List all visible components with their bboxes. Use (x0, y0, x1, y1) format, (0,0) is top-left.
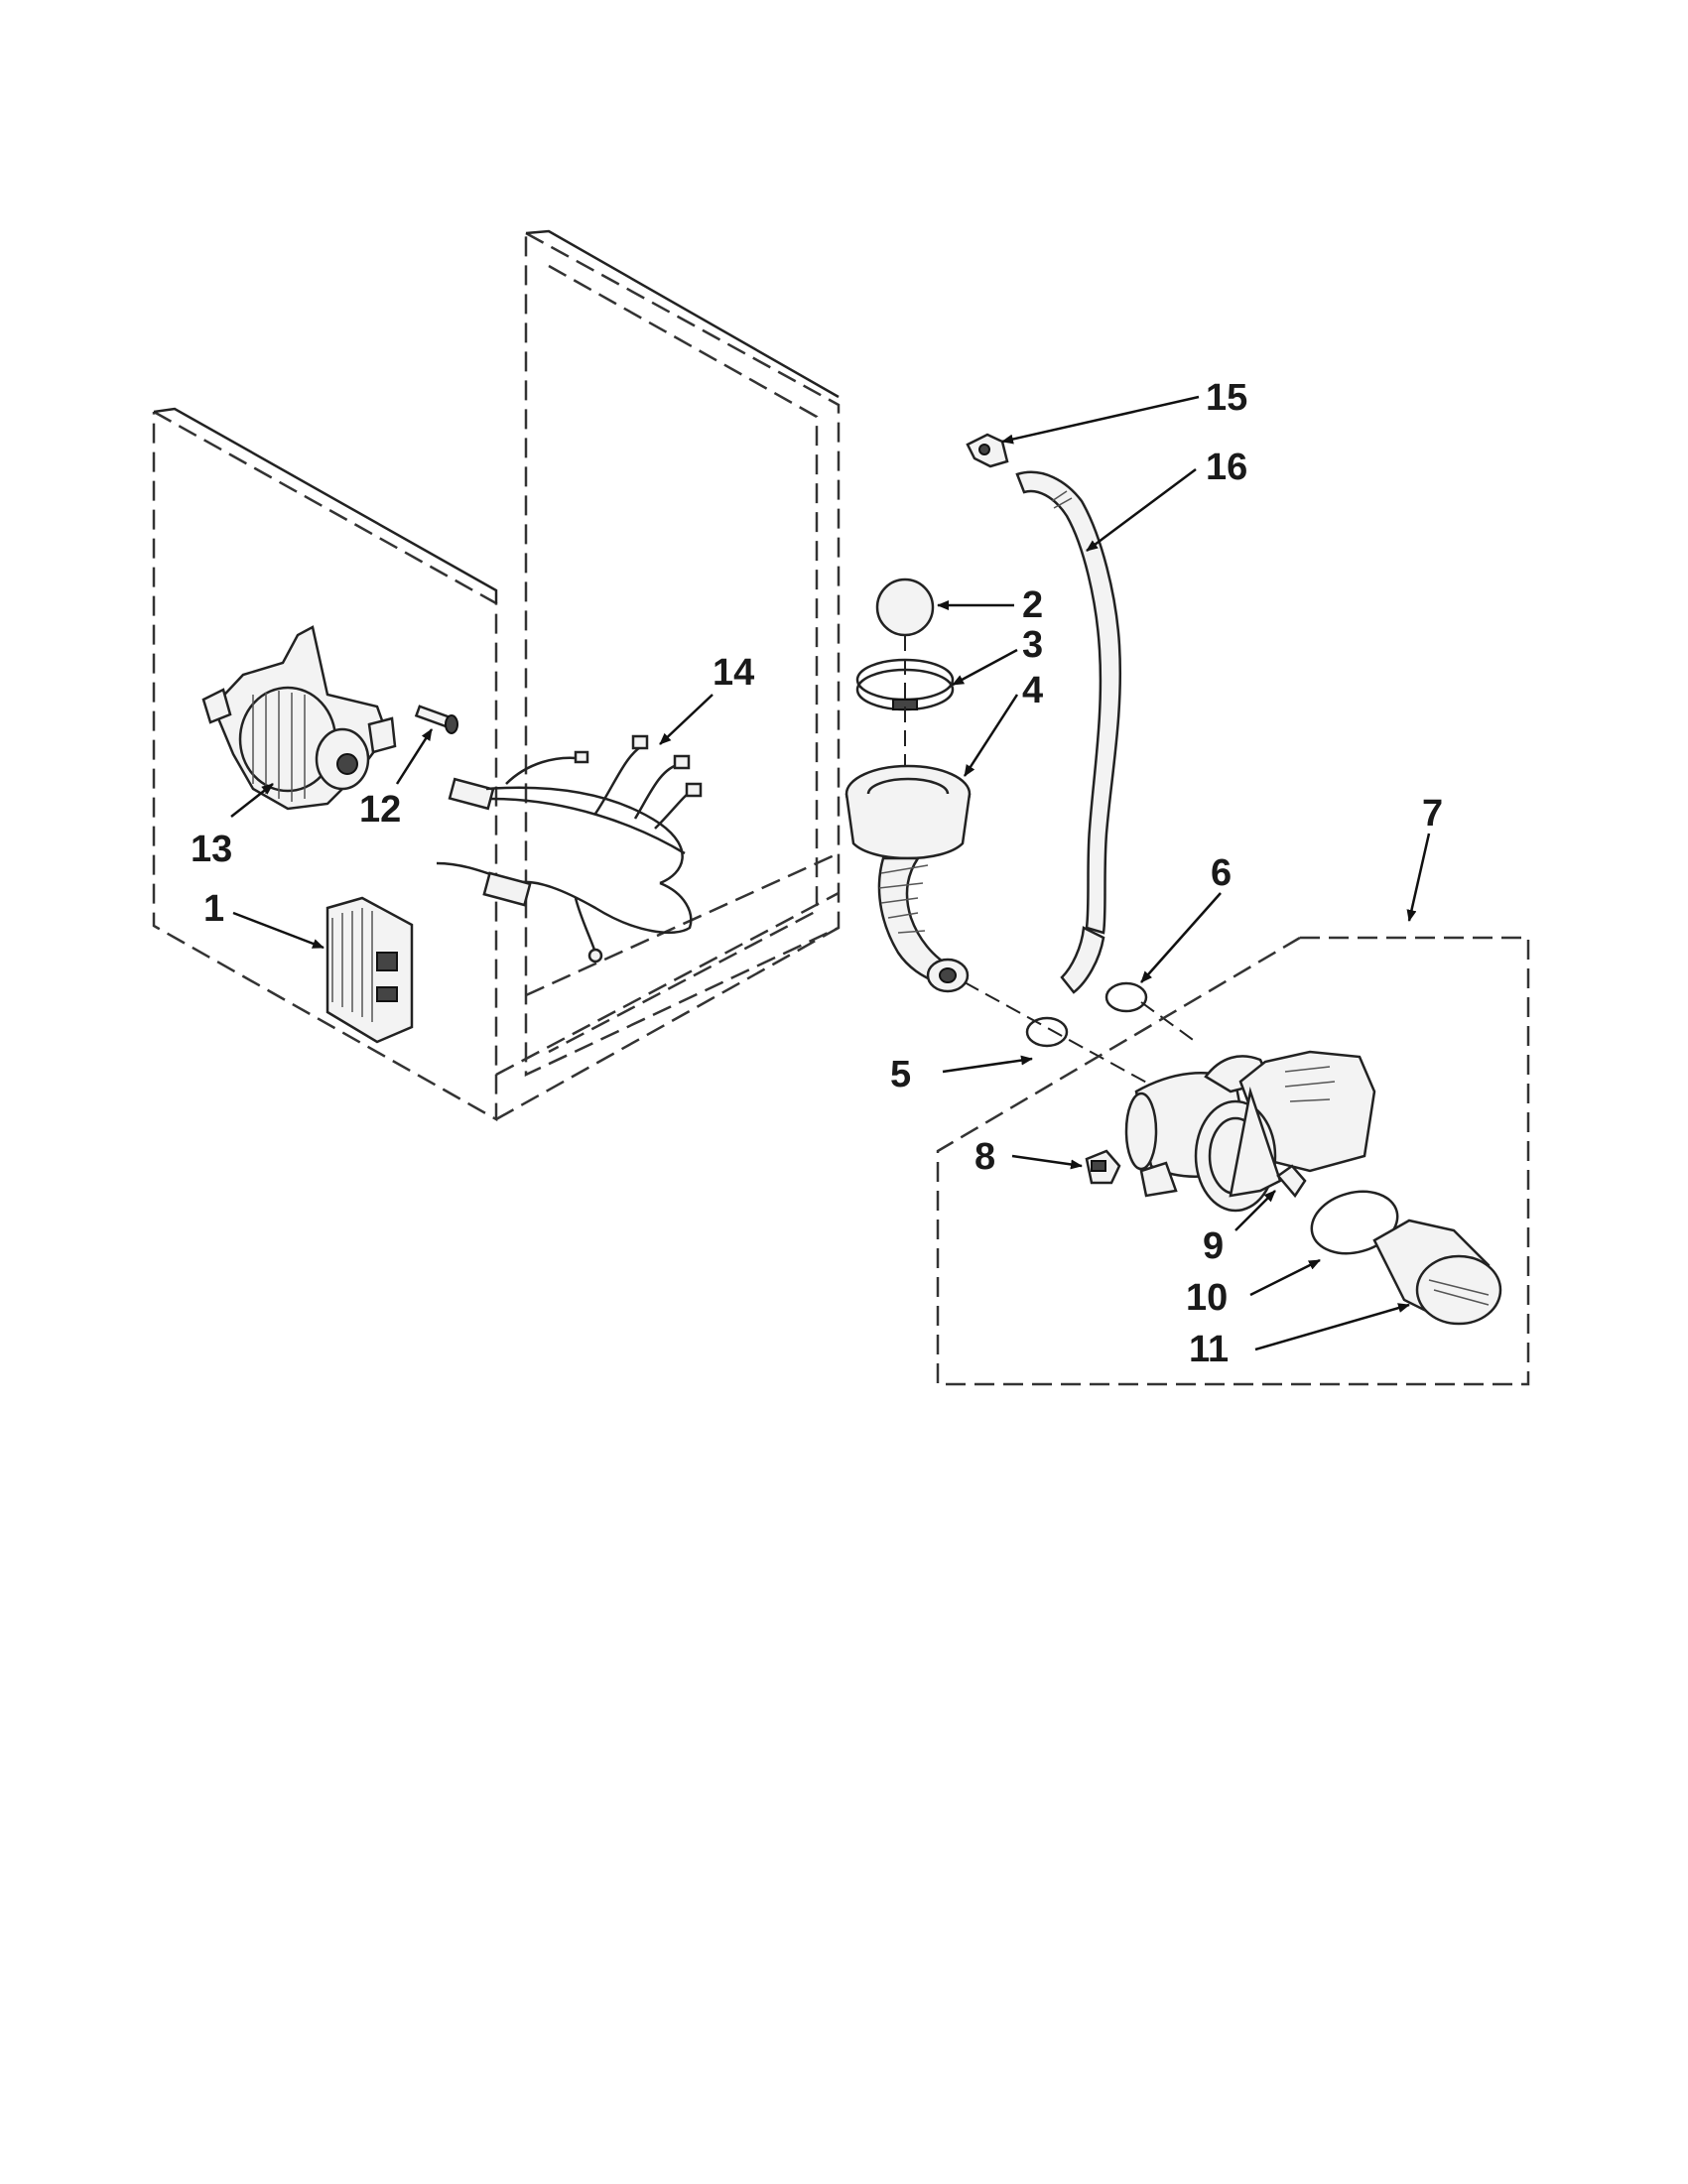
motor-mounting-screw (414, 705, 458, 734)
hose-clamp-5 (1025, 1016, 1069, 1048)
callout-12: 12 (359, 789, 401, 831)
callout-14: 14 (713, 652, 754, 694)
callout-11: 11 (1189, 1329, 1229, 1370)
callout-3: 3 (1022, 624, 1043, 666)
pump-gasket (1310, 1190, 1399, 1255)
callout-7: 7 (1422, 793, 1443, 835)
callout-6: 6 (1211, 852, 1232, 894)
callout-labels: 1 2 3 4 5 6 7 8 9 10 11 12 13 14 15 16 (191, 377, 1443, 1370)
pump-plug (1276, 1164, 1307, 1199)
callout-9: 9 (1203, 1225, 1224, 1267)
callout-8: 8 (974, 1136, 995, 1178)
hose-clamp-top (966, 433, 1009, 468)
drain-hose (1015, 470, 1122, 994)
drive-motor (201, 625, 397, 811)
callout-13: 13 (191, 829, 232, 870)
coin-trap-filter (1372, 1219, 1502, 1326)
sump-assembly (844, 764, 972, 993)
drain-pump (1124, 1050, 1376, 1213)
cabinet-rear-frame (524, 229, 841, 1077)
callout-15: 15 (1206, 377, 1247, 419)
pump-assembly-box (936, 936, 1530, 1386)
callout-4: 4 (1022, 670, 1043, 711)
hose-clamp-6 (1104, 981, 1148, 1013)
callout-5: 5 (890, 1054, 911, 1095)
leader-arrows (230, 395, 1431, 1351)
callout-10: 10 (1186, 1277, 1228, 1319)
check-ball (875, 578, 935, 637)
motor-control-board (325, 896, 414, 1044)
callout-1: 1 (203, 888, 224, 930)
cabinet-side-frame (152, 407, 840, 1122)
wire-harness (436, 734, 703, 964)
callout-16: 16 (1206, 447, 1247, 488)
pump-bracket (1085, 1149, 1178, 1198)
callout-2: 2 (1022, 584, 1043, 626)
